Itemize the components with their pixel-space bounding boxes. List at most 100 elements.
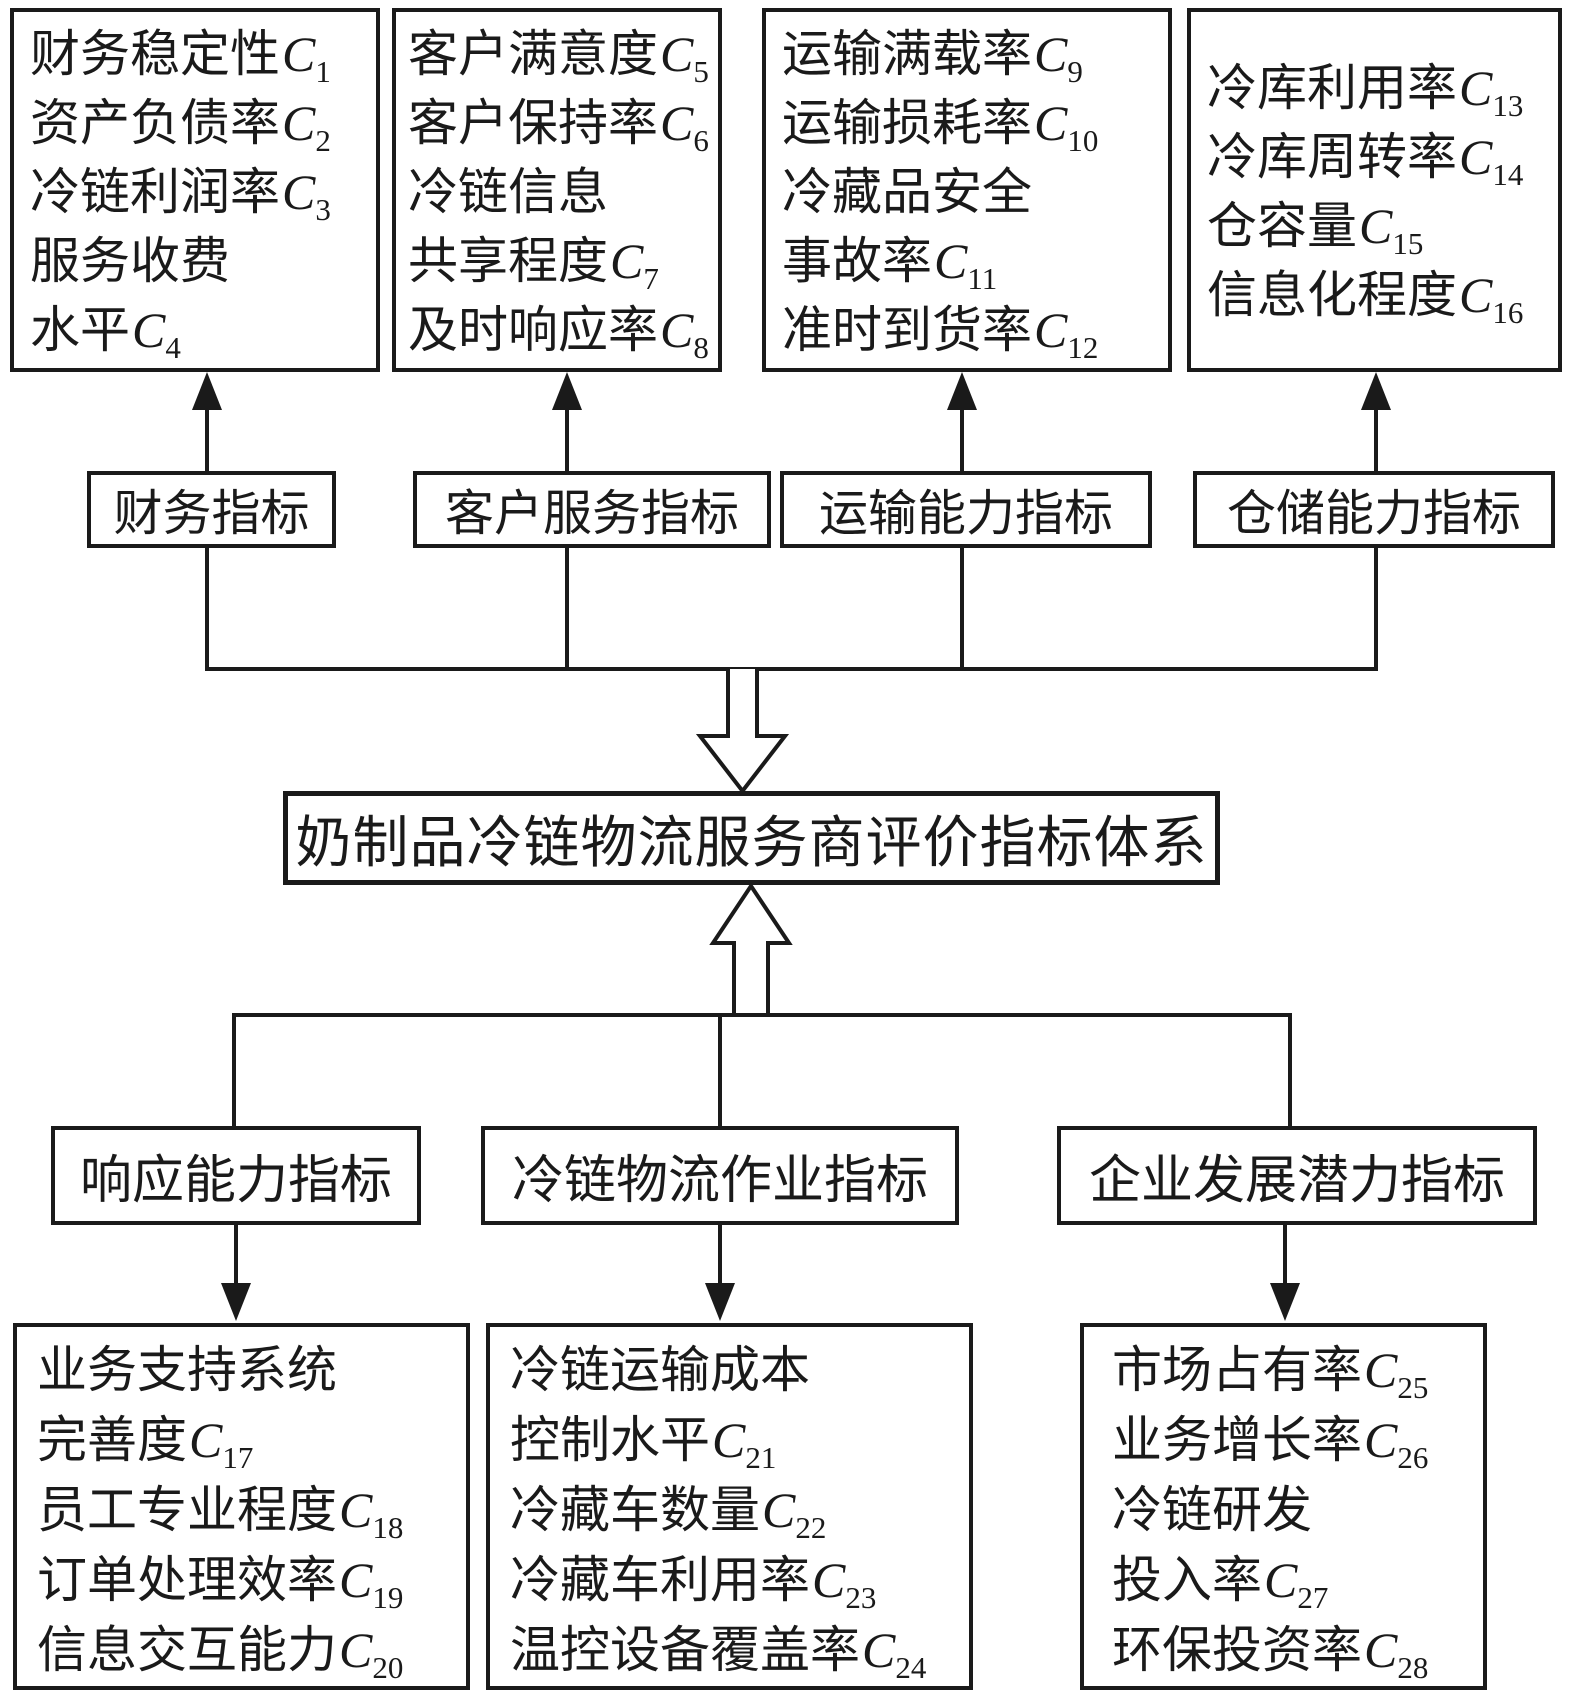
category-box-transport: 运输能力指标 bbox=[780, 471, 1152, 548]
indicator-item: 冷藏车数量C22 bbox=[510, 1482, 827, 1545]
indicator-list-development: 市场占有率C25 业务增长率C26 冷链研发投入率C27 环保投资率C28 bbox=[1080, 1323, 1487, 1690]
indicator-item: 冷链运输成本 bbox=[510, 1342, 810, 1398]
indicator-variable: C11 bbox=[934, 233, 998, 296]
indicator-variable: C1 bbox=[282, 26, 331, 89]
indicator-variable: C12 bbox=[1034, 302, 1099, 365]
indicator-item: 信息化程度C16 bbox=[1207, 267, 1524, 330]
indicator-item: 服务收费 bbox=[30, 233, 230, 289]
drop-line-operations bbox=[718, 1013, 722, 1126]
indicator-variable: C27 bbox=[1264, 1552, 1329, 1615]
indicator-item: 订单处理效率C19 bbox=[37, 1552, 404, 1615]
indicator-item: 市场占有率C25 bbox=[1112, 1342, 1429, 1405]
indicator-variable: C20 bbox=[339, 1622, 404, 1685]
indicator-variable: C24 bbox=[862, 1622, 927, 1685]
indicator-item: 冷库周转率C14 bbox=[1207, 129, 1524, 192]
arrowhead-down-responsiveness bbox=[221, 1283, 251, 1321]
indicator-variable: C17 bbox=[189, 1412, 254, 1475]
indicator-variable: C5 bbox=[660, 26, 709, 89]
drop-line-financial bbox=[205, 548, 209, 667]
category-box-responsiveness: 响应能力指标 bbox=[51, 1126, 421, 1225]
arrowhead-down-operations bbox=[705, 1283, 735, 1321]
merge-bar-top bbox=[205, 667, 1378, 671]
arrowhead-up-warehouse bbox=[1361, 372, 1391, 410]
indicator-item: 冷链利润率C3 bbox=[30, 164, 331, 227]
indicator-variable: C18 bbox=[339, 1482, 404, 1545]
merge-bar-bottom bbox=[232, 1013, 1292, 1017]
indicator-item: 业务支持系统 bbox=[37, 1342, 337, 1398]
indicator-variable: C4 bbox=[132, 302, 181, 365]
indicator-item: 客户保持率C6 bbox=[408, 95, 709, 158]
indicator-item: 水平C4 bbox=[30, 302, 181, 365]
category-box-customer-service: 客户服务指标 bbox=[413, 471, 771, 548]
indicator-variable: C9 bbox=[1034, 26, 1083, 89]
big-hollow-arrow-down bbox=[695, 667, 790, 793]
indicator-variable: C8 bbox=[660, 302, 709, 365]
indicator-item: 冷藏品安全 bbox=[782, 164, 1032, 220]
drop-line-warehouse bbox=[1374, 548, 1378, 667]
arrowhead-down-development bbox=[1270, 1283, 1300, 1321]
drop-line-transport bbox=[960, 548, 964, 667]
indicator-variable: C26 bbox=[1364, 1412, 1429, 1475]
indicator-variable: C15 bbox=[1359, 198, 1424, 261]
indicator-variable: C2 bbox=[282, 95, 331, 158]
category-label-transport: 运输能力指标 bbox=[818, 486, 1113, 541]
drop-line-customer-service bbox=[565, 548, 569, 667]
arrowhead-up-financial bbox=[192, 372, 222, 410]
indicator-item: 环保投资率C28 bbox=[1112, 1622, 1429, 1685]
indicator-item: 仓容量C15 bbox=[1207, 198, 1424, 261]
indicator-variable: C10 bbox=[1034, 95, 1099, 158]
drop-line-responsiveness bbox=[232, 1013, 236, 1126]
indicator-item: 业务增长率C26 bbox=[1112, 1412, 1429, 1475]
indicator-variable: C16 bbox=[1459, 267, 1524, 330]
indicator-item: 事故率C11 bbox=[782, 233, 998, 296]
category-label-financial: 财务指标 bbox=[113, 486, 310, 541]
indicator-item: 冷链研发 bbox=[1112, 1482, 1312, 1538]
category-label-warehouse: 仓储能力指标 bbox=[1226, 486, 1521, 541]
indicator-variable: C22 bbox=[762, 1482, 827, 1545]
indicator-item: 投入率C27 bbox=[1112, 1552, 1329, 1615]
central-title-box: 奶制品冷链物流服务商评价指标体系 bbox=[283, 791, 1220, 885]
indicator-item: 运输损耗率C10 bbox=[782, 95, 1099, 158]
indicator-item: 温控设备覆盖率C24 bbox=[510, 1622, 927, 1685]
indicator-item: 准时到货率C12 bbox=[782, 302, 1099, 365]
arrowhead-up-customer-service bbox=[552, 372, 582, 410]
category-box-financial: 财务指标 bbox=[87, 471, 336, 548]
indicator-variable: C14 bbox=[1459, 129, 1524, 192]
indicator-variable: C25 bbox=[1364, 1342, 1429, 1405]
arrow-line-financial bbox=[205, 408, 209, 471]
indicator-item: 及时响应率C8 bbox=[408, 302, 709, 365]
indicator-item: 财务稳定性C1 bbox=[30, 26, 331, 89]
indicator-item: 完善度C17 bbox=[37, 1412, 254, 1475]
arrow-line-responsiveness bbox=[234, 1225, 238, 1283]
indicator-item: 冷藏车利用率C23 bbox=[510, 1552, 877, 1615]
indicator-item: 冷链信息 bbox=[408, 164, 608, 220]
indicator-variable: C21 bbox=[712, 1412, 777, 1475]
arrow-line-transport bbox=[960, 408, 964, 471]
category-box-warehouse: 仓储能力指标 bbox=[1193, 471, 1555, 548]
category-box-operations: 冷链物流作业指标 bbox=[481, 1126, 959, 1225]
indicator-item: 资产负债率C2 bbox=[30, 95, 331, 158]
big-hollow-arrow-up bbox=[709, 882, 793, 1017]
central-title: 奶制品冷链物流服务商评价指标体系 bbox=[295, 812, 1208, 875]
arrow-line-operations bbox=[718, 1225, 722, 1283]
indicator-item: 运输满载率C9 bbox=[782, 26, 1083, 89]
arrow-line-development bbox=[1283, 1225, 1287, 1283]
indicator-item: 冷库利用率C13 bbox=[1207, 60, 1524, 123]
indicator-item: 共享程度C7 bbox=[408, 233, 659, 296]
indicator-variable: C7 bbox=[610, 233, 659, 296]
indicator-variable: C3 bbox=[282, 164, 331, 227]
category-label-development: 企业发展潜力指标 bbox=[1088, 1153, 1505, 1210]
indicator-variable: C23 bbox=[812, 1552, 877, 1615]
category-box-development: 企业发展潜力指标 bbox=[1057, 1126, 1537, 1225]
indicator-item: 客户满意度C5 bbox=[408, 26, 709, 89]
drop-line-development bbox=[1288, 1013, 1292, 1126]
indicator-variable: C28 bbox=[1364, 1622, 1429, 1685]
indicator-item: 信息交互能力C20 bbox=[37, 1622, 404, 1685]
